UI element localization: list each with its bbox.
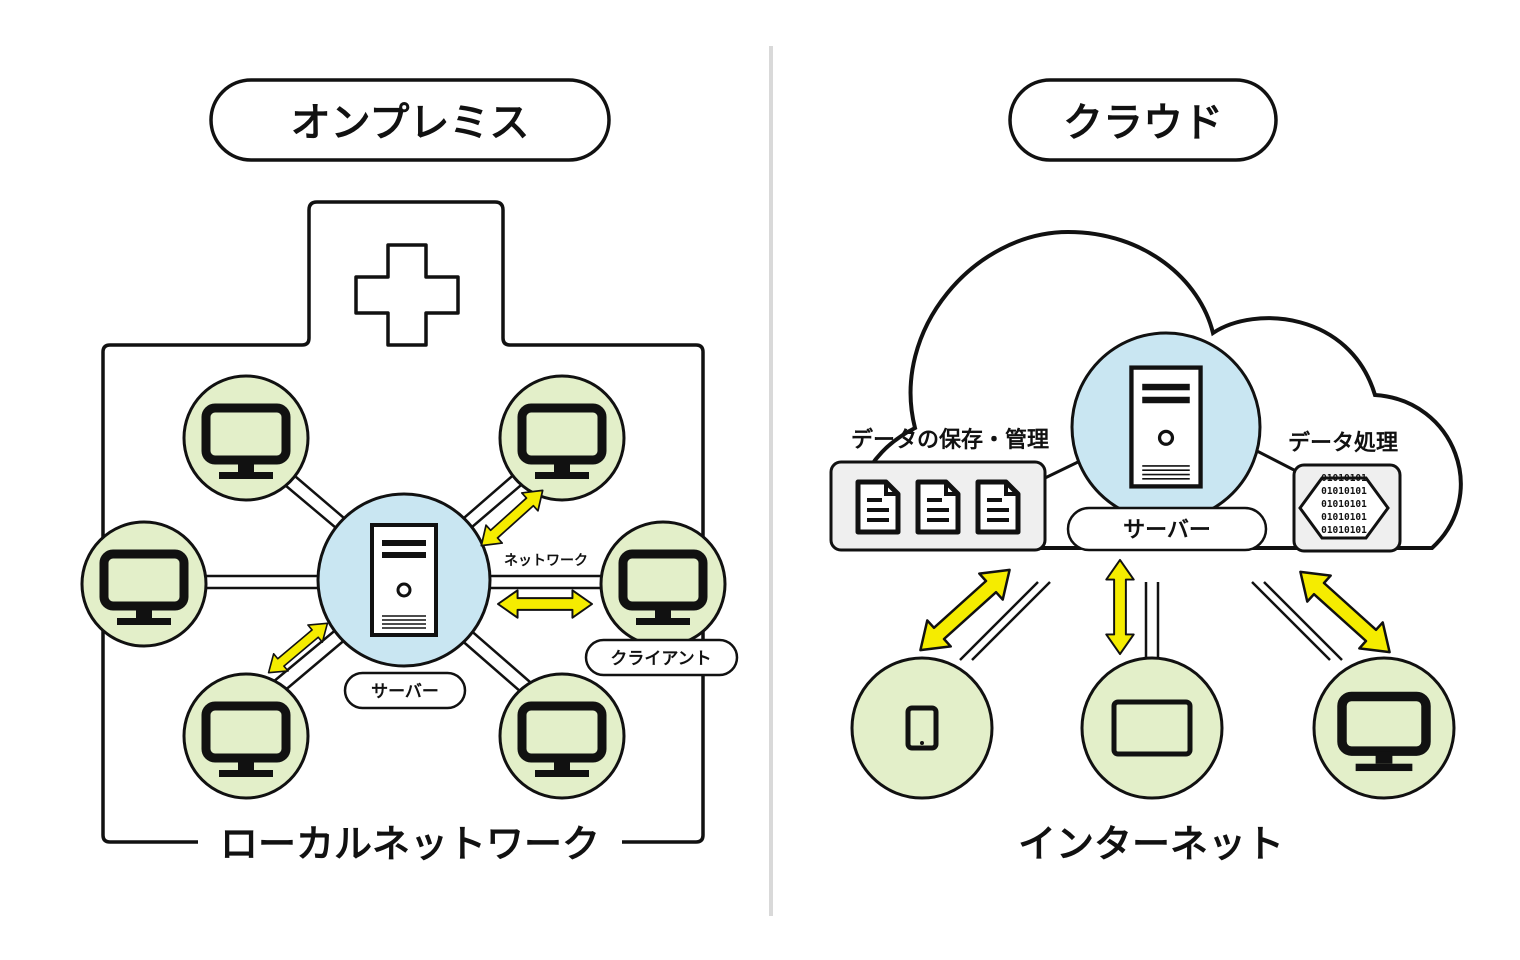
processing-label: データ処理 — [1288, 430, 1398, 456]
client-computer — [498, 672, 626, 800]
tablet-icon — [1111, 699, 1193, 757]
server-tower-icon — [1131, 368, 1200, 487]
cloud-footer: インターネット — [1018, 822, 1284, 866]
data-processing-icon: 01010101 01010101 01010101 01010101 0101… — [1298, 473, 1390, 540]
onpremise-panel: オンプレミス — [80, 78, 739, 866]
document-icon — [918, 482, 958, 532]
binary-line: 01010101 — [1321, 499, 1367, 510]
data-flow-arrow — [1105, 558, 1135, 656]
onpremise-title: オンプレミス — [291, 100, 530, 146]
desktop-device — [1312, 656, 1456, 800]
cloud-server-label: サーバー — [1123, 518, 1211, 543]
data-flow-arrow — [260, 613, 336, 683]
storage-label: データの保存・管理 — [851, 427, 1049, 453]
cloud-server — [1070, 331, 1262, 523]
binary-line: 01010101 — [1321, 512, 1367, 523]
network-cables — [205, 470, 601, 693]
tablet-device — [1080, 656, 1224, 800]
data-flow-arrow — [496, 589, 594, 619]
client-label: クライアント — [610, 649, 711, 669]
server-label: サーバー — [371, 682, 439, 702]
document-icon — [858, 482, 898, 532]
connector-line — [1254, 448, 1295, 472]
onpremise-server — [316, 492, 492, 668]
data-flow-arrow — [907, 555, 1023, 665]
connector-line — [1044, 460, 1079, 480]
onpremise-footer: ローカルネットワーク — [220, 822, 600, 866]
binary-line: 01010101 — [1321, 473, 1367, 484]
medical-cross-icon — [354, 243, 460, 347]
server-tower-icon — [370, 523, 438, 637]
cloud-panel: クラウド データの保存・管理 データ処理 01010101 01010101 0… — [829, 78, 1463, 866]
data-flow-arrow — [1287, 557, 1403, 667]
binary-line: 01010101 — [1321, 525, 1367, 536]
network-label: ネットワーク — [504, 553, 588, 569]
document-icon — [978, 482, 1018, 532]
smartphone-device — [850, 656, 994, 800]
client-label-pill — [584, 638, 739, 677]
server-label-pill — [343, 671, 467, 710]
client-computer — [599, 520, 727, 648]
internet-cables — [959, 581, 1343, 661]
cloud-title: クラウド — [1063, 100, 1223, 146]
cloud-title-pill — [1008, 78, 1278, 162]
client-computer — [182, 672, 310, 800]
smartphone-icon — [905, 705, 939, 751]
client-computer — [182, 374, 310, 502]
hospital-building — [101, 200, 705, 844]
binary-line: 01010101 — [1321, 486, 1367, 497]
onpremise-title-pill — [209, 78, 611, 162]
client-computer — [80, 520, 208, 648]
client-computer — [498, 374, 626, 502]
cloud-server-label-pill — [1066, 506, 1268, 552]
